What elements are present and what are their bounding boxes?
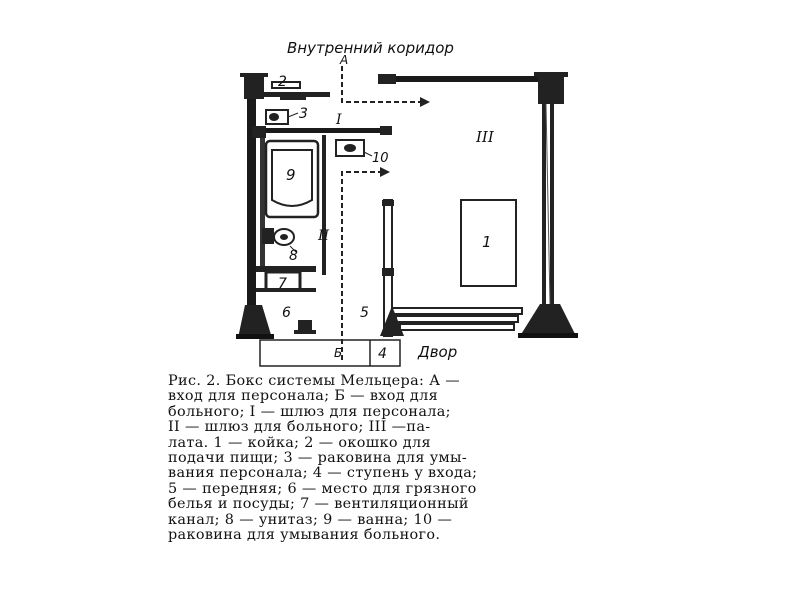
right-window-wall [542,103,554,305]
door-jamb-a [378,74,396,84]
toilet [262,228,297,253]
caption-line: канал; 8 — унитаз; 9 — ванна; 10 — [168,511,453,528]
food-window [271,81,306,100]
item-5-label: 5 [360,305,369,321]
bed [460,199,517,287]
staff-sink [265,109,299,125]
entry-steps [391,307,523,331]
item-10-label: 10 [372,151,389,166]
caption-line: раковина для умывания больного. [168,527,441,544]
caption-line: лата. 1 — койка; 2 — окошко для [168,434,431,451]
entry-a-label: А [339,53,348,67]
left-inner-wall [260,130,265,270]
item-4-label: 4 [378,346,387,362]
item-9-label: 9 [286,166,296,184]
room-3-label: III [475,128,495,146]
item-7-label: 7 [278,276,287,292]
caption-line: вания персонала; 4 — ступень у входа; [168,465,478,482]
room-2-label: II [317,228,330,244]
left-outer-wall [247,99,256,307]
top-wall-left [264,92,330,97]
dirty-linen-place [294,320,316,334]
caption-line: подачи пищи; 3 — раковина для умы- [168,450,468,467]
patient-sink [335,139,373,157]
patient-entry-arrow [341,171,380,360]
caption-line: белья и посуды; 7 — вентиляционный [168,496,469,513]
staff-entry-arrow [341,66,420,103]
yard-label: Двор [417,343,457,361]
floor-plan-diagram: Внутренний коридор 2 3 I [236,39,578,367]
caption-line: Рис. 2. Бокс системы Мельцера: А — [168,373,461,389]
entry-step-4 [259,339,401,367]
caption-line: II — шлюз для больного; III —па- [168,419,431,436]
caption-line: 5 — передняя; 6 — место для грязного [168,480,477,497]
top-right-pillar [534,72,568,104]
item-3-label: 3 [299,106,308,122]
entry-b-label: Б [334,346,342,360]
corridor-label: Внутренний коридор [287,39,454,57]
caption-line: больного; I — шлюз для персонала; [168,403,451,420]
partition-wall-1 [256,128,382,133]
partition-wall-2 [322,135,326,275]
item-2-label: 2 [278,74,287,90]
room-1-label: I [335,112,342,128]
bottom-right-pillar [520,304,576,336]
item-1-label: 1 [482,233,492,251]
bathtub [264,139,320,219]
caption-line: вход для персонала; Б — вход для [168,388,439,405]
ventilation-channel [256,266,316,292]
figure-caption: Рис. 2. Бокс системы Мельцера: А — вход … [168,373,638,544]
item-6-label: 6 [282,305,291,321]
top-wall-right [378,76,538,82]
bottom-left-pillar [238,305,272,338]
item-8-label: 8 [289,248,298,264]
top-left-pillar [240,73,268,99]
